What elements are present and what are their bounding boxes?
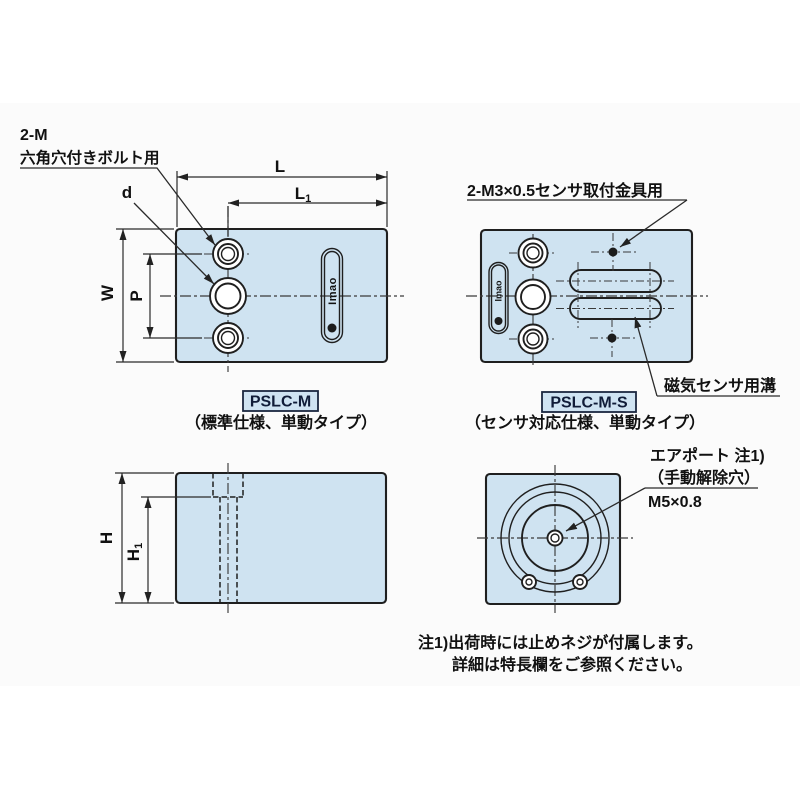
- callout-sensor-tap: 2-M3×0.5センサ取付金具用: [467, 181, 688, 248]
- sensor-tap-hole-bottom: [590, 319, 636, 357]
- model-caption: （センサ対応仕様、単動タイプ）: [465, 413, 705, 432]
- middle-circle: [508, 491, 602, 585]
- dim-H-label: H: [97, 532, 116, 544]
- dimension-L: L: [176, 157, 388, 227]
- dim-P-label: P: [127, 290, 146, 301]
- side-view-body: [174, 471, 388, 605]
- sensor-tap-label: 2-M3×0.5センサ取付金具用: [467, 181, 663, 200]
- callout-d: d: [122, 183, 215, 285]
- model-badge-box: [242, 390, 319, 412]
- dim-d-label: d: [122, 183, 132, 202]
- model-badge-box: [541, 391, 637, 413]
- bolt-hole-bottom: [517, 323, 549, 355]
- outer-circle: [500, 483, 610, 593]
- d-leader: [133, 202, 215, 285]
- air-port-label-line1: エアポート 注1): [650, 446, 765, 465]
- imao-logo-text: Imao: [327, 277, 339, 305]
- footnotes: 注1)出荷時には止めネジが付属します。 詳細は特長欄をご参照ください。: [418, 633, 703, 674]
- dim-L1-label: L1: [295, 184, 312, 205]
- dim-L-label: L: [275, 157, 285, 176]
- sensor-groove-lower: [556, 297, 674, 320]
- face-screw-right: [572, 574, 588, 590]
- sensor-tap-leader: [619, 199, 688, 248]
- sensor-groove-leader: [634, 316, 658, 397]
- plan-view-standard: Imao: [160, 206, 404, 372]
- dimension-P: P: [127, 253, 202, 339]
- air-port-label-line2: （手動解除穴）: [648, 468, 760, 487]
- footnote-line1: 注1)出荷時には止めネジが付属します。: [418, 633, 703, 652]
- callout-bolt-hole: 2-M 六角穴付きボルト用: [20, 127, 216, 246]
- model-badge-sensor: PSLC-M-S （センサ対応仕様、単動タイプ）: [465, 391, 705, 432]
- hidden-counterbore: [212, 473, 244, 603]
- plan-view-sensor: Imao: [466, 228, 708, 368]
- air-port-hole: [546, 529, 564, 547]
- sensor-groove-label: 磁気センサ用溝: [664, 376, 776, 395]
- sensor-groove-upper: [556, 269, 674, 293]
- model-badge-text: PSLC-M-S: [550, 395, 628, 412]
- inner-circle: [521, 504, 589, 572]
- clamp-bore-center: [514, 278, 552, 316]
- imao-logo-text: Imao: [494, 280, 504, 302]
- dimension-H: H: [97, 472, 174, 604]
- sensor-tap-hole-top: [591, 233, 637, 271]
- model-badge-standard: PSLC-M （標準仕様、単動タイプ）: [185, 390, 377, 432]
- bolt-callout-leader: [20, 167, 216, 246]
- callout-air-port: エアポート 注1) （手動解除穴） M5×0.8: [565, 446, 765, 532]
- footnote-line2: 詳細は特長欄をご参照ください。: [452, 655, 692, 674]
- imao-logo-mark: [494, 317, 503, 325]
- bolt-hole-top: [517, 237, 549, 269]
- face-screw-left: [521, 574, 537, 590]
- bolt-hole-top: [212, 238, 244, 270]
- dim-W-label: W: [98, 284, 117, 301]
- face-view: [477, 465, 633, 613]
- model-badge-text: PSLC-M: [250, 394, 311, 411]
- bolt-callout-line2: 六角穴付きボルト用: [20, 148, 160, 167]
- imao-logo-mark: [327, 323, 337, 333]
- bolt-hole-bottom: [212, 322, 244, 354]
- imao-logo: Imao: [320, 247, 344, 344]
- model-caption: （標準仕様、単動タイプ）: [185, 413, 377, 432]
- dim-H1-label: H1: [124, 543, 145, 561]
- clamp-bore-center: [209, 277, 247, 315]
- bolt-callout-line1: 2-M: [20, 127, 48, 144]
- dimension-L1: L1: [227, 184, 387, 236]
- dimension-W: W: [98, 228, 174, 363]
- side-view: [174, 463, 388, 613]
- callout-sensor-groove: 磁気センサ用溝: [634, 316, 780, 397]
- imao-logo: Imao: [488, 261, 509, 335]
- air-port-leader: [565, 487, 646, 532]
- dimension-H1: H1: [124, 496, 211, 603]
- air-port-thread-label: M5×0.8: [648, 494, 702, 511]
